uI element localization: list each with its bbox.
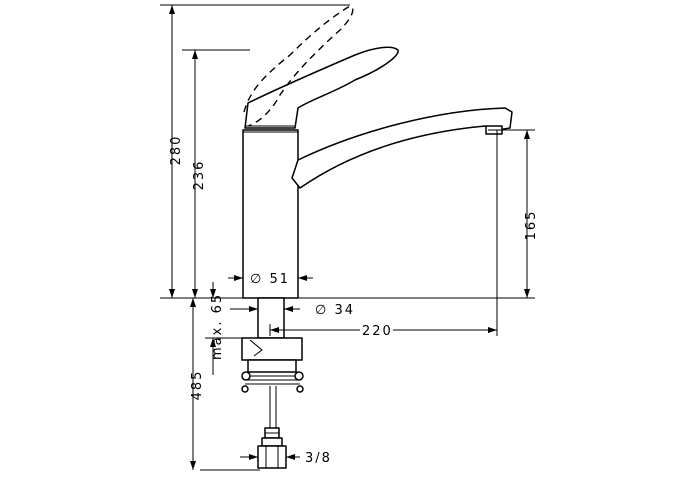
faucet-spout — [291, 107, 513, 189]
label-485: 485 — [190, 370, 205, 401]
label-diameter-34: ∅ 34 — [315, 303, 355, 318]
dimension-280: 280 — [169, 5, 184, 298]
dimension-165: 165 — [524, 130, 539, 298]
lever-handle — [244, 46, 399, 129]
label-thread-3-8: 3/8 — [305, 451, 332, 466]
dimension-236: 236 — [192, 50, 207, 298]
dimension-thread-3-8: 3/8 — [240, 451, 332, 466]
supply-hose-fitting — [257, 427, 287, 469]
dimension-485: 485 — [190, 298, 205, 470]
dimension-220: 220 — [269, 130, 498, 342]
label-165: 165 — [524, 210, 539, 241]
dimension-max-65: max. 65 — [205, 282, 242, 375]
dimension-diameter-34: ∅ 34 — [230, 303, 355, 318]
label-diameter-51: ∅ 51 — [250, 272, 290, 287]
label-280: 280 — [169, 135, 184, 166]
label-max-65: max. 65 — [210, 293, 225, 360]
faucet-body — [242, 129, 299, 299]
mounting-shank — [257, 297, 285, 339]
dimension-diameter-51: ∅ 51 — [228, 272, 313, 287]
label-220: 220 — [362, 324, 393, 339]
mounting-nut — [241, 337, 304, 393]
label-236: 236 — [192, 160, 207, 191]
lever-handle-open-position — [243, 5, 354, 127]
threaded-rod — [269, 386, 277, 428]
